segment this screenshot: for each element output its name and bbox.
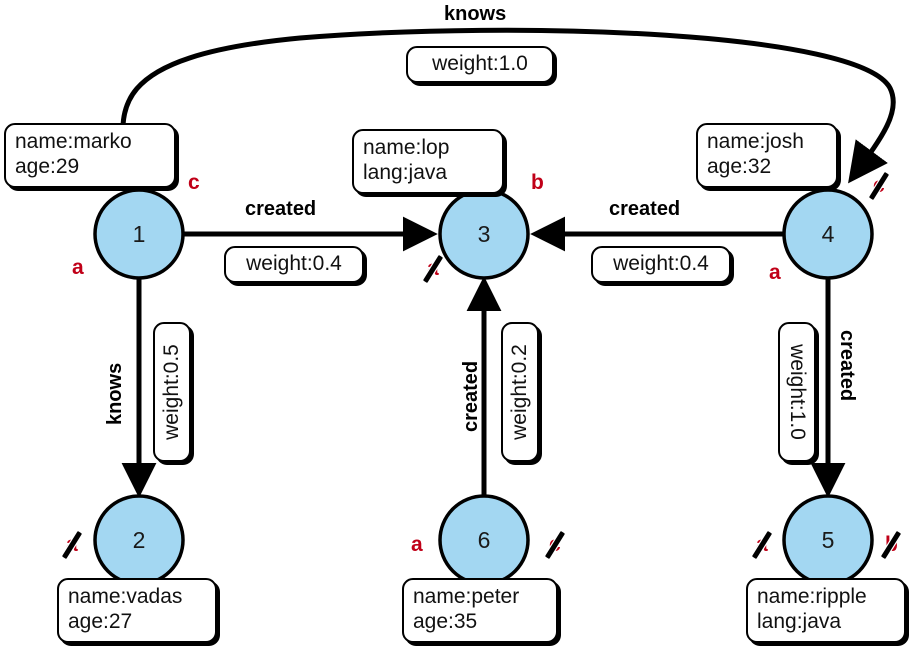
edge-1-to-4-knows[interactable] [120, 27, 896, 191]
weight-box-created-4-5[interactable]: weight:1.0 [778, 322, 816, 462]
property-line: age:29 [15, 154, 80, 178]
property-line: age:27 [68, 609, 133, 633]
weight-text: weight:1.0 [432, 52, 528, 75]
weight-text: weight:0.4 [246, 252, 342, 275]
property-line: name:vadas [68, 585, 183, 608]
property-line: name:ripple [757, 585, 867, 608]
key-letter-node5-a-struck: a [751, 530, 772, 559]
edge-label-created-4-3: created [609, 198, 681, 220]
key-letter-text: a [72, 256, 84, 279]
node-circle-3[interactable] [438, 188, 530, 280]
property-line: lang:java [757, 609, 842, 633]
edge-label-knows-1-2: knows [104, 362, 126, 425]
property-line: age:35 [413, 609, 478, 633]
property-line: name:peter [413, 585, 520, 608]
property-line: lang:java [363, 160, 448, 184]
key-letter-node2-a-struck: a [61, 530, 82, 559]
key-letter-text: a [411, 533, 423, 556]
weight-box-knows-1-4[interactable]: weight:1.0 [406, 46, 554, 83]
weight-box-created-6-3[interactable]: weight:0.2 [501, 322, 539, 462]
property-box-node-1[interactable]: name:marko age:29 [4, 123, 176, 188]
key-letter-text: b [531, 171, 544, 194]
property-box-node-6[interactable]: name:peter age:35 [402, 578, 558, 643]
node-circle-4[interactable] [782, 188, 874, 280]
key-letter-node1-c: c [188, 172, 200, 193]
edge-label-knows-1-4: knows [444, 3, 507, 25]
weight-text: weight:0.5 [160, 344, 184, 440]
weight-box-created-4-3[interactable]: weight:0.4 [591, 246, 731, 283]
weight-box-knows-1-2[interactable]: weight:0.5 [153, 322, 191, 462]
weight-box-created-1-3[interactable]: weight:0.4 [224, 246, 364, 283]
property-line: name:lop [363, 136, 450, 159]
key-letter-node6-c-struck: c [544, 530, 565, 559]
property-line: name:josh [707, 130, 804, 153]
key-letter-node6-a: a [411, 534, 423, 555]
weight-text: weight:1.0 [786, 344, 810, 440]
edge-label-created-1-3: created [245, 198, 317, 220]
property-box-node-4[interactable]: name:josh age:32 [696, 123, 838, 188]
key-letter-node4-a: a [769, 262, 781, 283]
node-circle-2[interactable] [93, 494, 185, 586]
node-circle-1[interactable] [93, 188, 185, 280]
property-box-node-3[interactable]: name:lop lang:java [352, 129, 504, 194]
key-letter-node4-c-struck: c [868, 171, 889, 200]
node-circle-5[interactable] [782, 494, 874, 586]
weight-text: weight:0.4 [613, 252, 709, 275]
property-line: age:32 [707, 154, 772, 178]
key-letter-node3-b: b [531, 172, 544, 193]
key-letter-node5-b-struck: b [881, 530, 902, 559]
weight-text: weight:0.2 [508, 344, 532, 440]
key-letter-text: c [188, 171, 200, 194]
edge-label-created-4-5: created [836, 330, 858, 402]
edge-label-created-6-3: created [460, 360, 482, 432]
property-box-node-5[interactable]: name:ripple lang:java [746, 578, 906, 643]
key-letter-node3-a-struck: a [422, 254, 443, 283]
key-letter-text: a [769, 261, 781, 284]
property-box-node-2[interactable]: name:vadas age:27 [57, 578, 217, 643]
key-letter-node1-a: a [72, 257, 84, 278]
node-circle-6[interactable] [438, 494, 530, 586]
property-line: name:marko [15, 130, 132, 153]
